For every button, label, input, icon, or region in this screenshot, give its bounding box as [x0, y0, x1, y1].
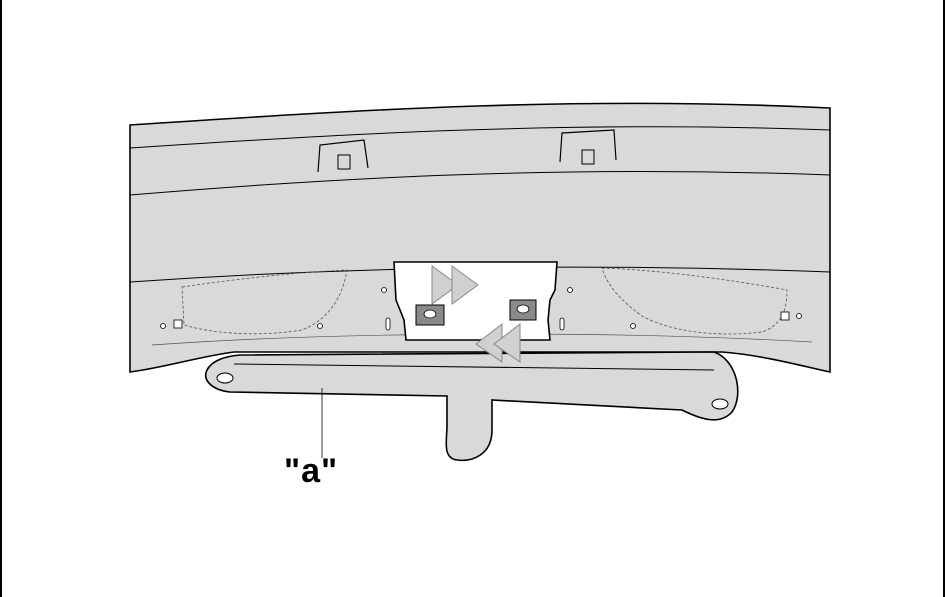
slide-in-arrow-icon [431, 265, 479, 305]
mount-hole [381, 287, 387, 293]
recess-left [181, 269, 348, 335]
mount-hole [780, 311, 790, 321]
mount-hole [630, 323, 636, 329]
slide-out-arrow-icon [475, 322, 521, 363]
panel-contour-line [129, 171, 831, 196]
mount-hole [173, 319, 183, 329]
mount-hole [567, 287, 573, 293]
mount-hole [317, 323, 323, 329]
clip-nut-right [509, 299, 537, 321]
upper-mount-tab-right [559, 129, 617, 165]
clip-nut-left [415, 304, 445, 326]
bar-contour-line [233, 363, 715, 371]
recess-right [601, 267, 788, 335]
callout-label-a: "a" [284, 452, 339, 490]
mount-hole [160, 323, 166, 329]
panel-contour-line [129, 126, 831, 149]
reinforcement-bar-a [205, 351, 739, 462]
bar-mount-hole-right [711, 398, 729, 410]
bumper-panel [129, 102, 831, 373]
mount-hole [796, 313, 802, 319]
mount-hole [559, 317, 565, 331]
bar-mount-hole-left [216, 372, 234, 384]
upper-mount-tab-left [317, 139, 369, 173]
mount-hole [385, 317, 391, 331]
